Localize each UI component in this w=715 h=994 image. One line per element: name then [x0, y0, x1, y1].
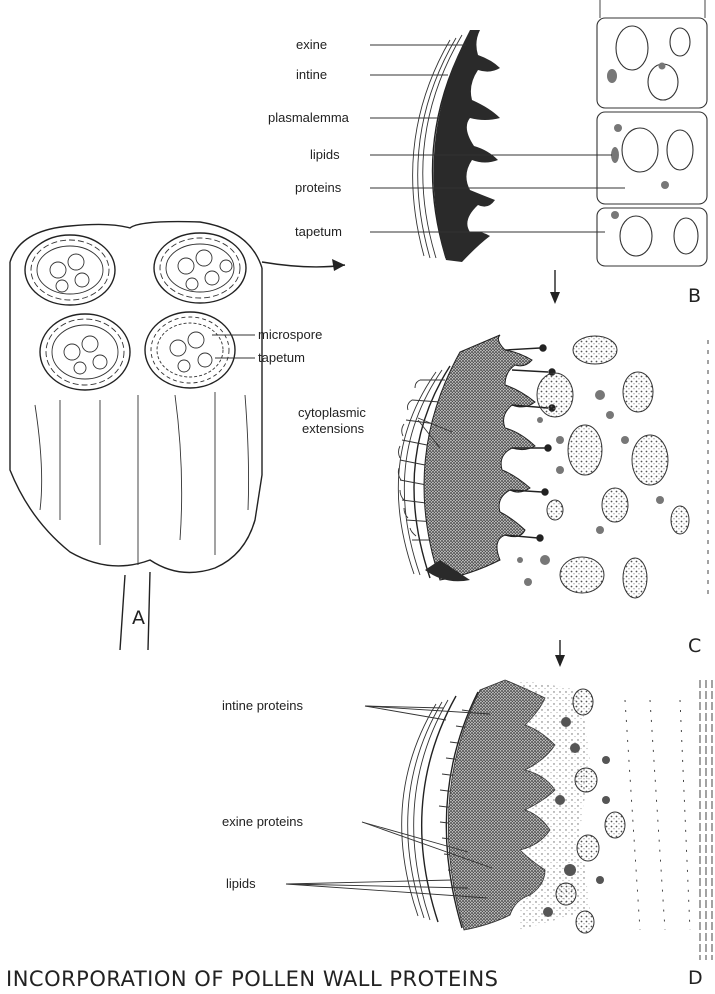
label-cytoplasmic: cytoplasmic — [298, 405, 366, 420]
label-exine-proteins: exine proteins — [222, 814, 303, 829]
label-intine-proteins: intine proteins — [222, 698, 303, 713]
locule-bottom-right — [145, 312, 235, 388]
label-extensions: extensions — [302, 421, 365, 436]
locule-bottom-left — [40, 314, 130, 390]
panel-c: cytoplasmic extensions C — [298, 335, 708, 667]
panel-d: intine proteins exine proteins lipids — [222, 680, 712, 960]
label-exine: exine — [296, 37, 327, 52]
label-lipids-d: lipids — [226, 876, 256, 891]
panel-label-c: C — [688, 635, 701, 657]
label-intine: intine — [296, 67, 327, 82]
label-tapetum: tapetum — [295, 224, 342, 239]
anther-cross-section: microspore tapetum A — [10, 222, 345, 650]
locule-top-left — [25, 235, 115, 305]
label-tapetum-a: tapetum — [258, 350, 305, 365]
label-lipids: lipids — [310, 147, 340, 162]
locule-top-right — [154, 233, 246, 303]
panel-label-d: D — [688, 967, 703, 989]
label-plasmalemma: plasmalemma — [268, 110, 350, 125]
panel-label-a: A — [132, 607, 145, 629]
label-microspore: microspore — [258, 327, 322, 342]
panel-label-b: B — [688, 285, 701, 307]
label-proteins: proteins — [295, 180, 342, 195]
figure-caption: INCORPORATION OF POLLEN WALL PROTEINS — [6, 967, 499, 991]
